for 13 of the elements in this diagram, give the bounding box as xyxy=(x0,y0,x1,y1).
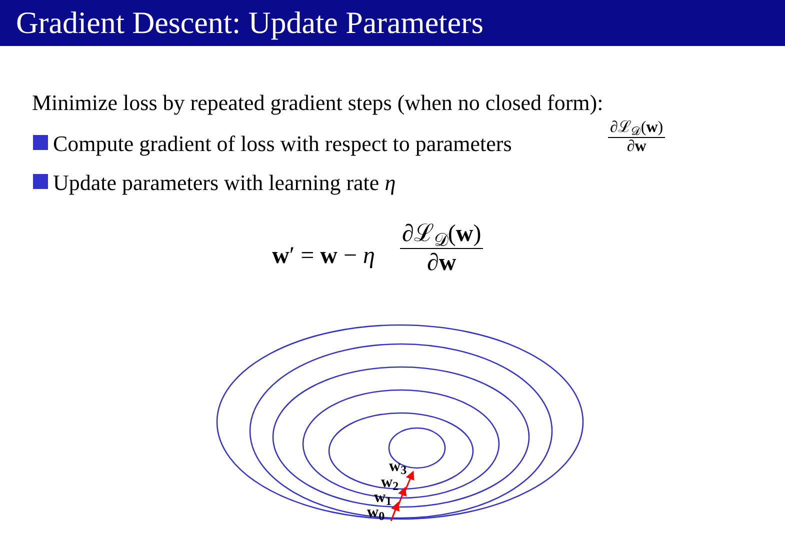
bullet-text: Compute gradient of loss with respect to parameters xyxy=(53,131,512,156)
weight-label: w$_{3}$ xyxy=(389,458,413,478)
fraction-numerator: ∂ℒ$_{𝒟}$(w) xyxy=(400,220,484,249)
fraction-numerator: ∂ℒ$_{𝒟}$(w) xyxy=(608,119,666,138)
arrow xyxy=(397,486,406,506)
arrow xyxy=(404,470,414,492)
update-formula: w′ = w − η xyxy=(272,243,375,269)
fraction-denominator: ∂w xyxy=(626,138,646,156)
arrow xyxy=(390,502,400,522)
fraction-denominator: ∂w xyxy=(427,249,456,277)
bullet-text: Update parameters with learning rate η xyxy=(53,170,396,195)
title-bar: Gradient Descent: Update Parameters xyxy=(0,0,785,46)
intro-text: Minimize loss by repeated gradient steps (when no closed form): xyxy=(32,90,604,115)
